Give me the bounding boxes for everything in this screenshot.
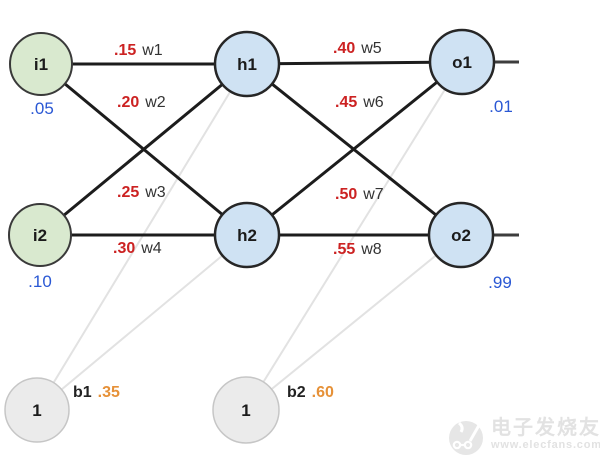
node-i1 [9, 32, 73, 96]
bias-edge-b1-h1 [36, 63, 248, 411]
node-label-i2: i2 [33, 226, 47, 245]
node-b1 [4, 377, 70, 443]
node-h2 [213, 201, 281, 269]
bias-label-b1: b1.35 [73, 384, 120, 401]
node-label-h1: h1 [237, 55, 257, 74]
node-o1 [428, 28, 496, 96]
node-b2 [212, 376, 280, 444]
watermark-url: www.elecfans.com [491, 439, 600, 451]
elecfans-logo-icon [449, 419, 484, 455]
bias-label-b2: b2.60 [287, 384, 334, 401]
node-label-o2: o2 [451, 226, 471, 245]
bias-edge-b2-o2 [245, 234, 462, 411]
node-o2 [427, 201, 495, 269]
node-value-i2: .10 [28, 272, 52, 291]
node-value-o2: .99 [488, 273, 512, 292]
edge-h2-o1 [246, 60, 463, 237]
node-label-b2: 1 [241, 401, 250, 420]
node-i2 [8, 203, 72, 267]
node-label-o1: o1 [452, 53, 472, 72]
edge-h1-o1 [246, 60, 463, 66]
node-h1 [213, 30, 281, 98]
node-label-h2: h2 [237, 226, 257, 245]
node-value-o1: .01 [489, 97, 513, 116]
watermark: 电子发烧友 www.elecfans.com [448, 417, 600, 457]
node-label-b1: 1 [32, 401, 41, 420]
node-label-i1: i1 [34, 55, 48, 74]
bias-edge-b1-h2 [36, 234, 248, 411]
node-value-i1: .05 [30, 99, 54, 118]
watermark-brand: 电子发烧友 [491, 417, 600, 439]
edge-i2-h1 [39, 62, 248, 237]
